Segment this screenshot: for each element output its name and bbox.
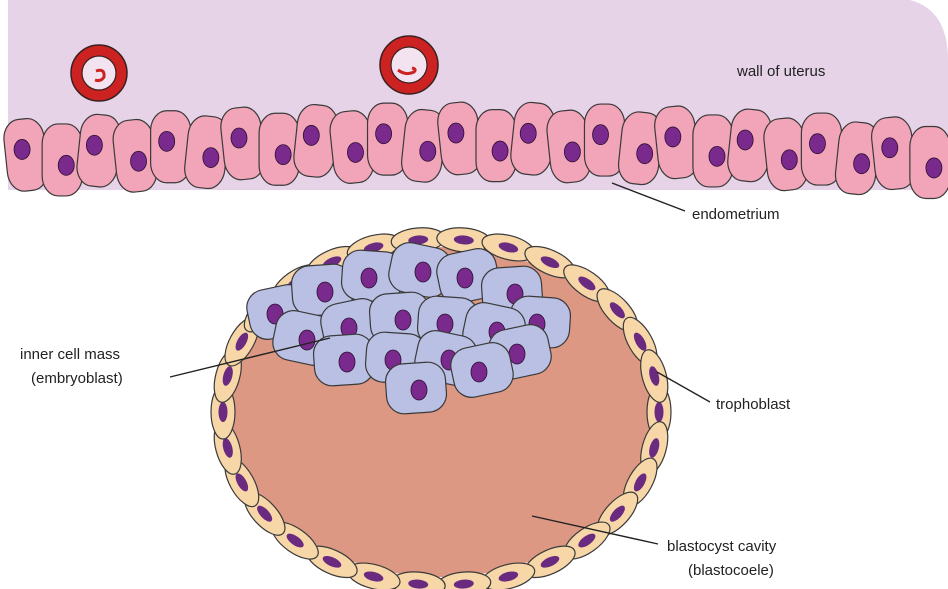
endometrium-nucleus <box>376 124 392 144</box>
endometrium-nucleus <box>231 128 247 148</box>
inner-cell-mass-nucleus <box>317 282 333 302</box>
endometrium-nucleus <box>492 141 508 161</box>
endometrium-nucleus <box>593 125 609 145</box>
blastocyst <box>209 226 673 589</box>
endometrium-nucleus <box>854 154 870 174</box>
inner-cell-mass-nucleus <box>415 262 431 282</box>
label-wall-of-uterus: wall of uterus <box>736 63 825 80</box>
inner-cell-mass-nucleus <box>395 310 411 330</box>
endometrium-nucleus <box>926 158 942 178</box>
endometrium-nucleus <box>347 142 363 162</box>
inner-cell-mass-nucleus <box>509 344 525 364</box>
endometrium-nucleus <box>448 123 464 143</box>
endometrium-nucleus <box>637 144 653 164</box>
label-embryoblast: (embryoblast) <box>31 370 123 387</box>
inner-cell-mass-nucleus <box>457 268 473 288</box>
inner-cell-mass-nucleus <box>361 268 377 288</box>
endometrium-nucleus <box>665 127 681 147</box>
endometrium-nucleus <box>781 150 797 170</box>
endometrium-nucleus <box>275 145 291 165</box>
endometrium-nucleus <box>520 123 536 143</box>
label-blastocyst-cavity: blastocyst cavity <box>667 538 777 555</box>
label-trophoblast: trophoblast <box>716 396 791 413</box>
endometrium-nucleus <box>709 146 725 166</box>
endometrium-nucleus <box>737 130 753 150</box>
label-blastocoele: (blastocoele) <box>688 562 774 579</box>
endometrium-nucleus <box>564 142 580 162</box>
inner-cell-mass-nucleus <box>339 352 355 372</box>
inner-cell-mass-nucleus <box>411 380 427 400</box>
endometrium-nucleus <box>14 139 30 159</box>
endometrium-nucleus <box>131 151 147 171</box>
endometrium-nucleus <box>303 125 319 145</box>
inner-cell-mass-nucleus <box>299 330 315 350</box>
blood-vessel-left <box>71 45 127 101</box>
endometrium-nucleus <box>58 155 74 175</box>
trophoblast-nucleus <box>655 402 664 422</box>
trophoblast-nucleus <box>219 402 228 422</box>
endometrium-nucleus <box>809 134 825 154</box>
label-endometrium: endometrium <box>692 206 780 223</box>
blood-vessel-right <box>380 36 438 94</box>
endometrium-nucleus <box>86 135 102 155</box>
endometrium-nucleus <box>420 141 436 161</box>
inner-cell-mass-nucleus <box>471 362 487 382</box>
endometrium-nucleus <box>159 131 175 151</box>
label-inner-cell-mass: inner cell mass <box>20 346 120 363</box>
endometrium-nucleus <box>203 148 219 168</box>
endometrium-nucleus <box>882 138 898 158</box>
